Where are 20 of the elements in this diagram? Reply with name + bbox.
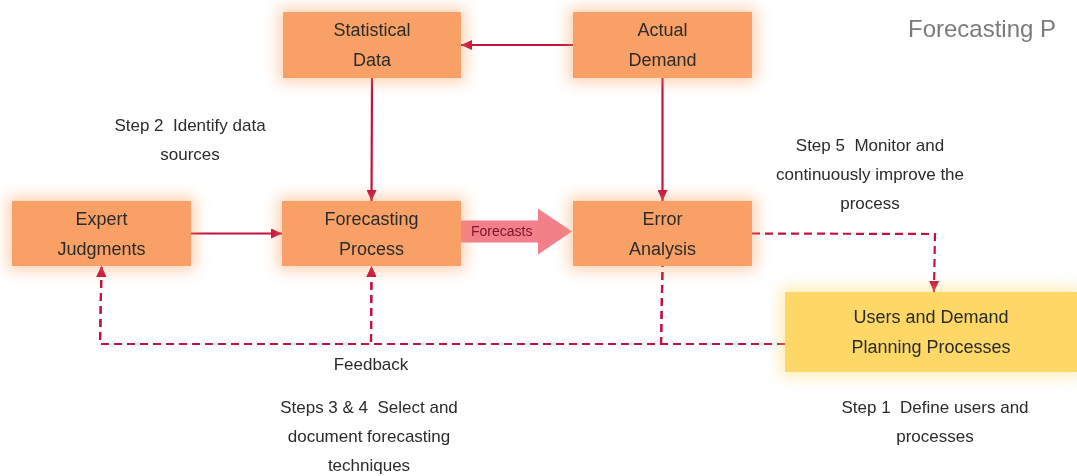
process-box: Statistical Data [283, 12, 461, 78]
edge-label: Forecasts [471, 222, 533, 239]
figure-title: Forecasting P [908, 14, 1058, 43]
arrow [366, 78, 377, 201]
arrow [366, 265, 664, 346]
arrow [752, 232, 940, 293]
step-note: Step 1 Define users and processes [840, 397, 1030, 448]
process-box: Error Analysis [573, 201, 752, 266]
step-note: Step 5 Monitor and continuously improve the process [774, 135, 965, 215]
arrow [657, 78, 668, 201]
step-note: Steps 3 & 4 Select and document forecasting techniques [279, 397, 459, 476]
process-box: Forecasting Process [282, 201, 461, 266]
arrow [461, 40, 573, 50]
feedback-label: Feedback [332, 354, 410, 376]
process-box: Actual Demand [573, 12, 752, 78]
process-box: Expert Judgments [12, 201, 191, 266]
step-note: Step 2 Identify data sources [113, 115, 267, 166]
arrow [191, 228, 282, 239]
process-box: Users and Demand Planning Processes [785, 292, 1077, 372]
block-arrow [461, 208, 572, 255]
